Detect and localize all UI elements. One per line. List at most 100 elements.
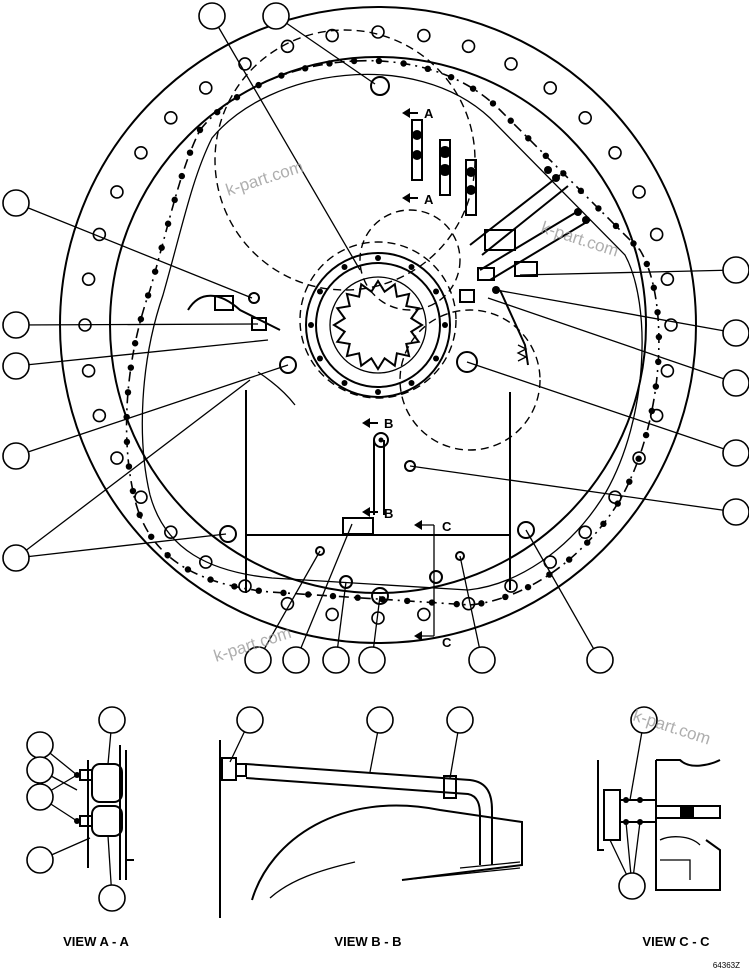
left-block (214, 295, 234, 311)
sensor-port-1 (315, 546, 325, 556)
view-a-label: VIEW A - A (63, 934, 129, 949)
housing-stud (379, 596, 386, 603)
section-b-top-marker: B (384, 416, 393, 431)
callout-balloon (2, 311, 30, 339)
hub-bolt (408, 263, 415, 270)
bolt-hole (134, 490, 148, 505)
bolt-hole (325, 28, 339, 43)
housing-stud (151, 268, 159, 275)
housing-stud (400, 60, 407, 67)
housing-stud (375, 57, 383, 65)
hub-bolt (408, 380, 415, 387)
callout-balloon (198, 2, 226, 30)
hub-bolt (341, 263, 348, 270)
callout-balloon (262, 2, 290, 30)
bolt-hole (325, 607, 339, 622)
bolt-hole (110, 185, 124, 199)
housing-stud (635, 455, 642, 462)
housing-stud (643, 260, 651, 268)
plug-fitting (456, 351, 478, 373)
callout-leader (15, 364, 289, 457)
section-a-arrows (402, 108, 410, 203)
callout-leader (15, 533, 227, 559)
hub-bolt (442, 322, 448, 328)
housing-stud (424, 65, 431, 73)
housing-stud (231, 583, 238, 590)
callout-balloon (2, 189, 30, 217)
sump-bracket (342, 517, 374, 535)
view-c-detail: VIEW C - C (597, 759, 721, 949)
housing-stud (158, 244, 165, 251)
housing-stud (655, 358, 662, 366)
housing-stud (626, 478, 633, 485)
housing-stud (577, 187, 585, 195)
bolt-hole (632, 185, 646, 199)
housing-studs (123, 57, 663, 608)
housing-stud (507, 117, 514, 124)
housing-stud (654, 309, 661, 316)
housing-stud (453, 600, 460, 608)
callout-leader (15, 379, 251, 559)
spline-teeth (332, 279, 424, 371)
housing-stud (184, 566, 192, 573)
callout-balloon (26, 731, 54, 759)
callout-balloon (722, 439, 749, 467)
bolt-hole (238, 57, 252, 71)
hub-bolt (316, 288, 323, 295)
hub-bolt (433, 355, 440, 362)
housing-stud (301, 65, 309, 72)
bolt-hole (81, 272, 96, 286)
housing-stud (525, 135, 532, 142)
hub-bolt (433, 288, 440, 295)
housing-stud (178, 172, 186, 180)
housing-stud (447, 73, 455, 81)
section-b-bottom-marker: B (384, 506, 393, 521)
callout-balloon (322, 646, 350, 674)
callout-leader (519, 269, 737, 276)
fill-port (370, 76, 390, 96)
right-gear-outline (399, 309, 541, 451)
housing-stud (630, 240, 637, 247)
housing-stud (125, 463, 133, 470)
callout-balloon (282, 646, 310, 674)
housing-stud (404, 597, 411, 605)
housing-stud (186, 149, 194, 156)
housing-stud (124, 389, 132, 396)
left-hose (257, 371, 296, 406)
callout-balloon (26, 756, 54, 784)
callout-balloon (446, 706, 474, 734)
bolt-hole (134, 145, 148, 160)
housing-outline (125, 59, 660, 606)
housing-stud (129, 487, 137, 495)
callout-balloon (366, 706, 394, 734)
callout-balloon (722, 256, 749, 284)
center-gear-outline (299, 241, 457, 399)
right-tube-assembly (459, 166, 591, 366)
callout-leader (295, 523, 353, 661)
housing-stud (164, 220, 172, 227)
hub-bolt (375, 255, 381, 261)
hub-bolts (308, 255, 448, 395)
bolt-hole (660, 272, 675, 286)
housing-stud (542, 152, 550, 160)
oil-tube-center (373, 440, 385, 515)
housing-stud (144, 292, 152, 299)
callout-balloon (2, 352, 30, 380)
bolt-hole (164, 525, 178, 539)
housing-stud (612, 222, 620, 230)
tube-fitting (373, 432, 389, 448)
bolt-hole (92, 408, 107, 423)
callout-balloon (358, 646, 386, 674)
callout-balloon (630, 706, 658, 734)
view-c-label: VIEW C - C (642, 934, 710, 949)
callout-balloon (244, 646, 272, 674)
idler-gear-outline (359, 209, 461, 311)
bolt-hole (649, 227, 664, 242)
callout-balloon (236, 706, 264, 734)
housing-stud (489, 100, 497, 107)
section-a-fittings (411, 119, 477, 216)
bolt-hole (543, 81, 558, 95)
sensor-port-4 (455, 551, 465, 561)
